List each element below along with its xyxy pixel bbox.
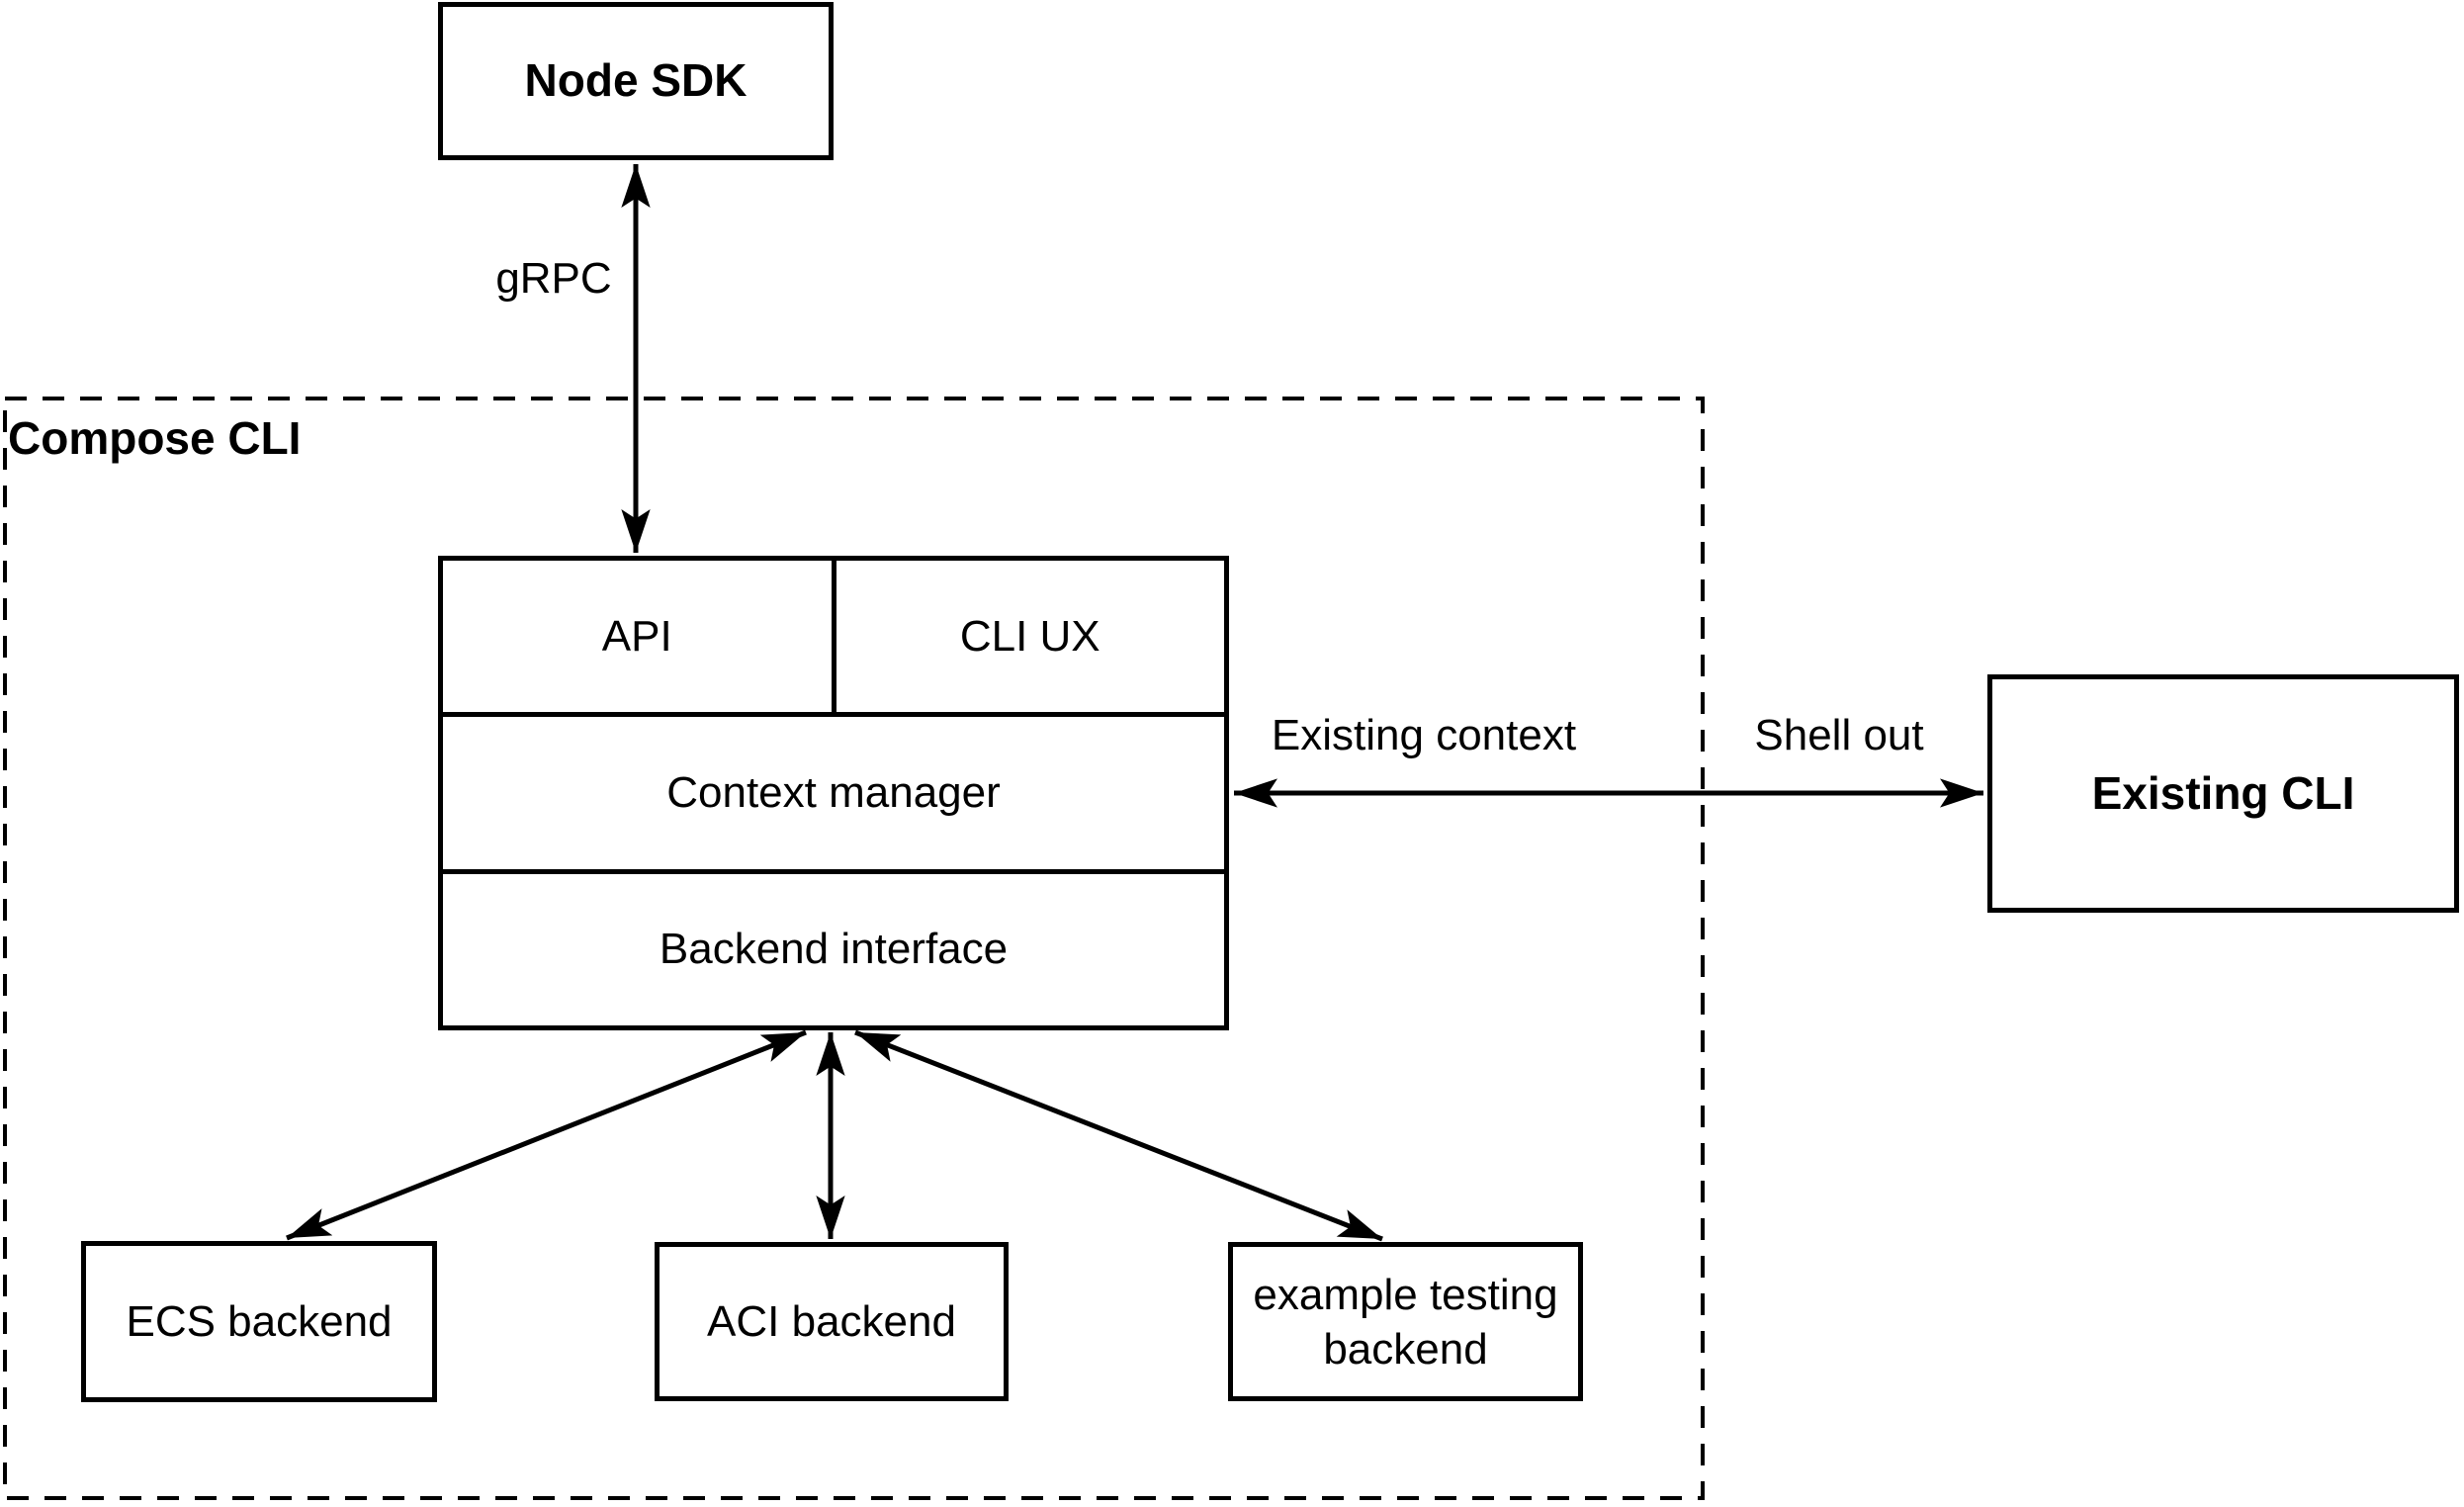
backend-interface-cell: Backend interface <box>443 874 1224 1025</box>
node-sdk-label: Node SDK <box>524 54 748 107</box>
api-label: API <box>601 611 672 661</box>
backend-interface-label: Backend interface <box>659 925 1009 974</box>
ecs-backend-box: ECS backend <box>81 1241 437 1402</box>
grpc-label: gRPC <box>495 254 612 303</box>
aci-backend-box: ACI backend <box>655 1242 1009 1401</box>
ecs-backend-arrow <box>286 1029 807 1241</box>
ecs-backend-label: ECS backend <box>126 1297 393 1346</box>
context-manager-label: Context manager <box>666 767 1001 817</box>
aci-backend-label: ACI backend <box>707 1297 956 1346</box>
existing-cli-label: Existing CLI <box>2091 766 2355 819</box>
existing-context-label: Existing context <box>1271 711 1577 759</box>
compose-cli-container <box>3 397 1705 1500</box>
shell-out-label: Shell out <box>1754 711 1924 759</box>
cli-ux-cell: CLI UX <box>836 561 1225 712</box>
cli-ux-label: CLI UX <box>959 611 1100 661</box>
node-sdk-box: Node SDK <box>438 2 834 160</box>
api-cell: API <box>443 561 836 713</box>
context-manager-cell: Context manager <box>443 717 1224 874</box>
example-testing-backend-box: example testing backend <box>1228 1242 1583 1401</box>
existing-cli-box: Existing CLI <box>1987 674 2459 913</box>
stack-top-row: API CLI UX <box>443 561 1225 718</box>
compose-cli-label: Compose CLI <box>8 412 302 464</box>
compose-cli-stack: API CLI UX Context manager Backend inter… <box>438 556 1229 1030</box>
example-testing-backend-arrow <box>854 1029 1383 1242</box>
example-testing-backend-label: example testing backend <box>1253 1270 1558 1374</box>
